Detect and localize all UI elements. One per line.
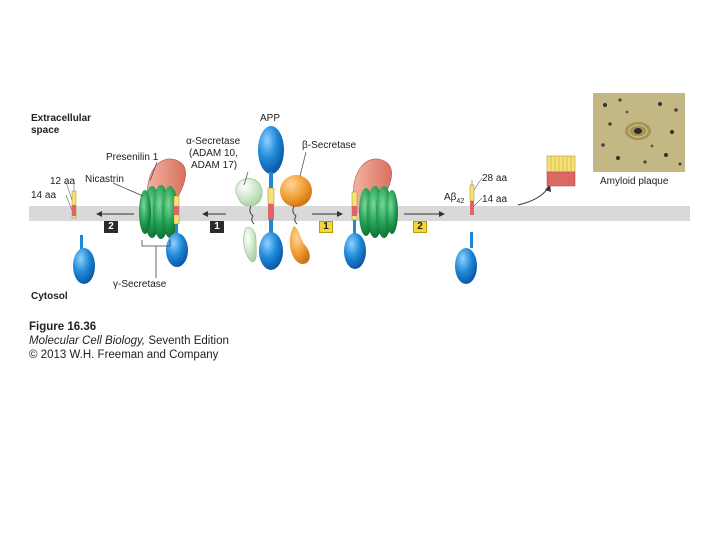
aa12-label: 12 aa: [50, 176, 76, 187]
app-extracellular-domain: [258, 126, 284, 174]
nicastrin-label: Nicastrin: [85, 174, 124, 185]
figure-source: Molecular Cell Biology, Seventh Edition: [29, 335, 229, 347]
figure-number: Figure 16.36: [29, 321, 97, 333]
step-1-left: 1: [210, 221, 224, 233]
alpha-secretase-label: α-Secretase: [186, 136, 241, 147]
released-icd-left: [73, 235, 95, 284]
aa14-left-label: 14 aa: [31, 190, 57, 201]
step-2-left: 2: [104, 221, 118, 233]
app-intracellular-domain-right: [344, 233, 366, 269]
app-full-length: [258, 126, 284, 270]
abeta42-fragment: [469, 180, 475, 215]
app-label: APP: [260, 113, 281, 124]
step-1-right: 1: [319, 221, 333, 233]
app-intracellular-domain-left: [166, 233, 188, 267]
aa28-label: 28 aa: [482, 173, 508, 184]
gamma-secretase-label: γ-Secretase: [113, 279, 167, 290]
presenilin-label: Presenilin 1: [106, 152, 159, 163]
extracellular-label: Extracellular: [31, 113, 92, 124]
cytosol-label: Cytosol: [31, 291, 68, 302]
app-intracellular-domain: [259, 232, 283, 270]
beta-secretase-label: β-Secretase: [302, 140, 357, 151]
figure-copyright: © 2013 W.H. Freeman and Company: [29, 349, 219, 361]
alpha-secretase-label-line2: (ADAM 10,: [189, 148, 238, 159]
aa14-right-label: 14 aa: [482, 194, 508, 205]
alpha-secretase-label-line3: ADAM 17): [191, 160, 238, 171]
free-abeta-fragment-left: [71, 184, 77, 219]
arrow-to-plaque: [517, 187, 549, 206]
step-2-right: 2: [413, 221, 427, 233]
released-icd-right: [455, 232, 477, 284]
abeta42-label: Aβ42: [444, 192, 465, 205]
beta-secretase: [280, 175, 312, 264]
gamma-secretase-left: [139, 158, 188, 278]
abeta-aggregate: [546, 155, 576, 187]
gamma-secretase-right: [344, 158, 398, 269]
alpha-secretase: [235, 178, 263, 263]
extracellular-label-line2: space: [31, 125, 60, 136]
amyloid-plaque-label: Amyloid plaque: [600, 176, 669, 187]
amyloid-plaque-micrograph: [593, 93, 685, 172]
